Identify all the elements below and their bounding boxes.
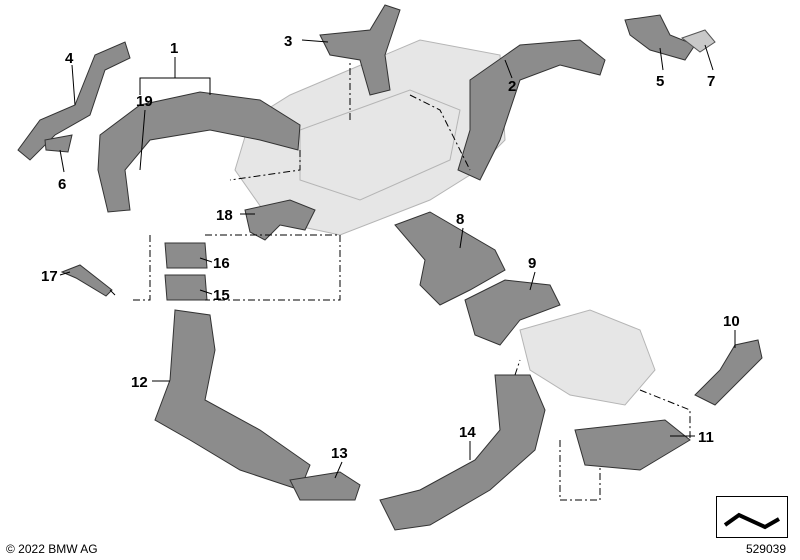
callout-13: 13 (331, 445, 348, 462)
callout-3: 3 (284, 33, 292, 50)
part-9-duct (464, 279, 561, 346)
callout-5: 5 (656, 73, 664, 90)
callouts: 1 2 3 4 5 6 7 8 9 10 11 12 13 14 15 16 1… (41, 33, 740, 462)
callout-17: 17 (41, 268, 58, 285)
callout-2: 2 (508, 78, 516, 95)
callout-8: 8 (456, 211, 464, 228)
callout-16: 16 (213, 255, 230, 272)
part-2-duct (457, 39, 606, 181)
part-6-nozzle (44, 134, 73, 153)
copyright-text: © 2022 BMW AG (6, 542, 98, 556)
callout-12: 12 (131, 374, 148, 391)
part-17-clip (60, 264, 113, 297)
callout-11: 11 (698, 429, 714, 446)
callout-19: 19 (136, 93, 153, 110)
part-12-duct (154, 309, 311, 491)
part-10-duct (694, 339, 763, 406)
part-5-duct (624, 14, 696, 61)
callout-7: 7 (707, 73, 715, 90)
reference-symbol-icon (716, 496, 788, 538)
part-8-duct (394, 211, 506, 306)
reference-number: 529039 (745, 542, 786, 556)
callout-10: 10 (723, 313, 740, 330)
callout-15: 15 (213, 287, 230, 304)
callout-4: 4 (65, 50, 74, 67)
parts (17, 4, 763, 531)
part-7-cap (680, 29, 716, 53)
part-3-duct (319, 4, 401, 96)
part-13-nozzle (289, 471, 361, 501)
part-11-bracket (574, 419, 691, 471)
leader-lines (59, 39, 736, 501)
callout-18: 18 (216, 207, 233, 224)
part-15-adapter (164, 274, 208, 301)
part-16-adapter (164, 242, 208, 269)
hvac-housing (234, 39, 656, 406)
callout-9: 9 (528, 255, 536, 272)
callout-6: 6 (58, 176, 66, 193)
callout-14: 14 (459, 424, 476, 441)
part-14-duct (379, 374, 546, 531)
part-18-duct (244, 199, 316, 241)
callout-1: 1 (170, 40, 178, 57)
